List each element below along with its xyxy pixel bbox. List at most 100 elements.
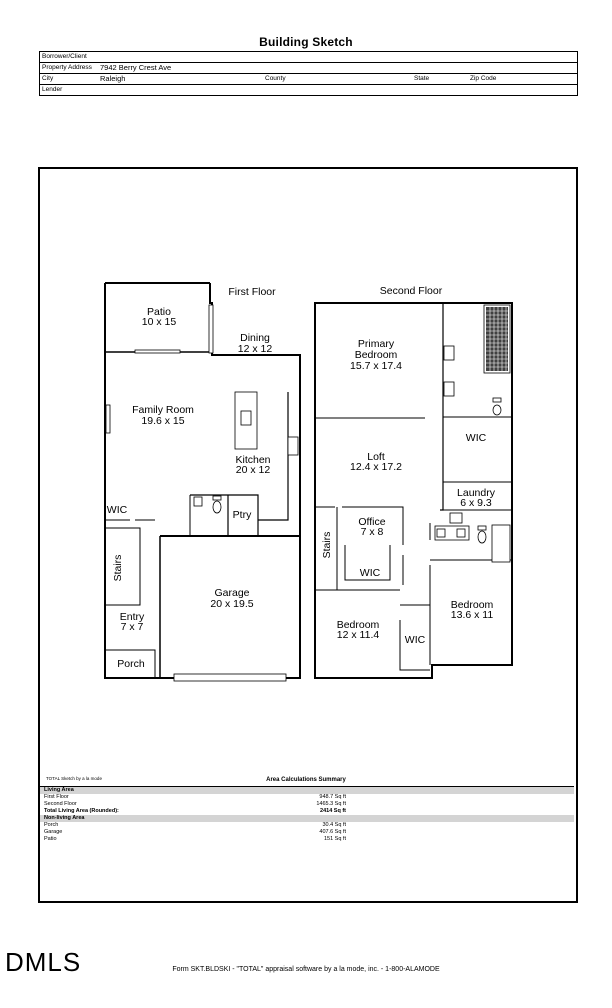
- address-value: 7942 Berry Crest Ave: [100, 63, 172, 72]
- toilet-tank: [212, 495, 222, 501]
- borrower-label: Borrower/Client: [42, 53, 87, 60]
- patio-dims: 10 x 15: [142, 316, 177, 328]
- family-room-name: Family Room: [132, 404, 194, 416]
- wic3-name: WIC: [360, 567, 381, 579]
- total-living-label: Total Living Area (Rounded):: [44, 808, 119, 814]
- property-header-table: Borrower/Client Property Address 7942 Be…: [39, 51, 578, 96]
- borrower-row: Borrower/Client: [40, 52, 577, 63]
- summary-total-row: Total Living Area (Rounded): 2414 Sq ft: [40, 808, 574, 815]
- summary-row: Garage 407.6 Sq ft: [40, 829, 574, 836]
- county-label: County: [265, 75, 286, 82]
- vanity-basin-1: [436, 528, 446, 538]
- summary-row: First Floor 948.7 Sq ft: [40, 794, 574, 801]
- cooktop: [287, 436, 299, 456]
- primary-bedroom-name2: Bedroom: [355, 349, 398, 361]
- bedroom1-dims: 12 x 11.4: [337, 629, 380, 641]
- bedroom2-name: Bedroom: [451, 599, 494, 611]
- patio-area-label: Patio: [44, 836, 57, 842]
- wic4-name: WIC: [405, 634, 426, 646]
- state-label: State: [414, 75, 430, 82]
- garage-area-label: Garage: [44, 829, 63, 835]
- porch-area-value: 30.4 Sq ft: [322, 822, 346, 828]
- stairs-wall: [105, 527, 141, 606]
- office-name: Office: [358, 516, 385, 528]
- lender-row: Lender: [40, 85, 577, 95]
- sketch-frame: [38, 167, 578, 903]
- total-living-value: 2414 Sq ft: [320, 808, 346, 814]
- primary-toilet-tank: [492, 397, 502, 403]
- bathtub: [491, 524, 511, 563]
- wic1-name: WIC: [107, 504, 128, 516]
- sliding-door: [208, 304, 214, 354]
- bath-wall: [440, 303, 444, 511]
- entry-dims: 7 x 7: [121, 621, 144, 633]
- garage-name: Garage: [214, 587, 249, 599]
- vanity-basin-2: [456, 528, 466, 538]
- bedroom2-dims: 13.6 x 11: [451, 609, 494, 621]
- city-label: City: [42, 75, 54, 82]
- vanity-sink-1: [443, 345, 455, 361]
- sketch-credit: TOTAL Sketch by a la mode: [46, 776, 102, 781]
- office-wall: [315, 506, 404, 585]
- laundry-sink: [449, 512, 463, 524]
- hall-toilet: [477, 530, 487, 544]
- first-floor-outline: [104, 282, 301, 679]
- second-floor-outline: [314, 302, 513, 679]
- loft-name: Loft: [367, 451, 385, 463]
- primary-toilet: [492, 404, 502, 416]
- porch-wall: [105, 649, 156, 678]
- garage-area-value: 407.6 Sq ft: [319, 829, 346, 835]
- dining-dims: 12 x 12: [238, 343, 273, 355]
- kitchen-name: Kitchen: [235, 454, 270, 466]
- first-floor-area-label: First Floor: [44, 794, 69, 800]
- dmls-logo: DMLS: [5, 947, 82, 977]
- primary-bedroom-name1: Primary: [358, 338, 395, 350]
- city-row: City Raleigh County State Zip Code: [40, 74, 577, 85]
- pantry-wall: [190, 494, 259, 535]
- summary-title: Area Calculations Summary: [266, 777, 346, 783]
- powder-sink: [193, 496, 203, 507]
- address-row: Property Address 7942 Berry Crest Ave: [40, 63, 577, 74]
- shower-tile: [483, 304, 511, 374]
- family-room-dims: 19.6 x 15: [141, 415, 184, 427]
- entry-name: Entry: [120, 611, 145, 623]
- porch-area-label: Porch: [44, 822, 59, 828]
- kitchen-wall: [258, 392, 289, 521]
- wic4-wall: [399, 620, 430, 671]
- summary-row: Second Floor 1465.3 Sq ft: [40, 801, 574, 808]
- second-floor-label: Second Floor: [380, 285, 443, 297]
- document-title: Building Sketch: [259, 35, 353, 49]
- ptry-name: Ptry: [233, 509, 252, 521]
- garage-dims: 20 x 19.5: [210, 598, 253, 610]
- garage-door: [173, 673, 287, 682]
- footer-text: Form SKT.BLDSKI - "TOTAL" appraisal soft…: [172, 966, 440, 973]
- lender-label: Lender: [42, 86, 63, 93]
- patio-area-value: 151 Sq ft: [323, 836, 346, 842]
- nonliving-area-header: Non-living Area: [40, 815, 574, 822]
- hall-toilet-tank: [477, 525, 487, 531]
- island-sink: [240, 410, 252, 426]
- kitchen-dims: 20 x 12: [236, 464, 271, 476]
- area-summary-table: Living Area First Floor 948.7 Sq ft Seco…: [40, 787, 574, 843]
- wic2-name: WIC: [466, 432, 487, 444]
- wic3-wall: [344, 545, 391, 581]
- stairs2-name: Stairs: [321, 532, 333, 559]
- powder-toilet: [212, 500, 222, 514]
- loft-dims: 12.4 x 17.2: [350, 461, 402, 473]
- patio-door: [134, 349, 181, 354]
- primary-bedroom-dims: 15.7 x 17.4: [350, 360, 402, 372]
- patio-name: Patio: [147, 306, 171, 318]
- vanity-sink-2: [443, 381, 455, 397]
- laundry-dims: 6 x 9.3: [460, 497, 492, 509]
- summary-row: Patio 151 Sq ft: [40, 836, 574, 843]
- first-floor-area-value: 948.7 Sq ft: [319, 794, 346, 800]
- dining-name: Dining: [240, 332, 270, 344]
- stairs1-name: Stairs: [112, 555, 124, 582]
- summary-row: Porch 30.4 Sq ft: [40, 822, 574, 829]
- first-floor-label: First Floor: [228, 286, 276, 298]
- window: [105, 404, 111, 434]
- second-floor-area-label: Second Floor: [44, 801, 77, 807]
- laundry-name: Laundry: [457, 487, 496, 499]
- bedroom1-name: Bedroom: [337, 619, 380, 631]
